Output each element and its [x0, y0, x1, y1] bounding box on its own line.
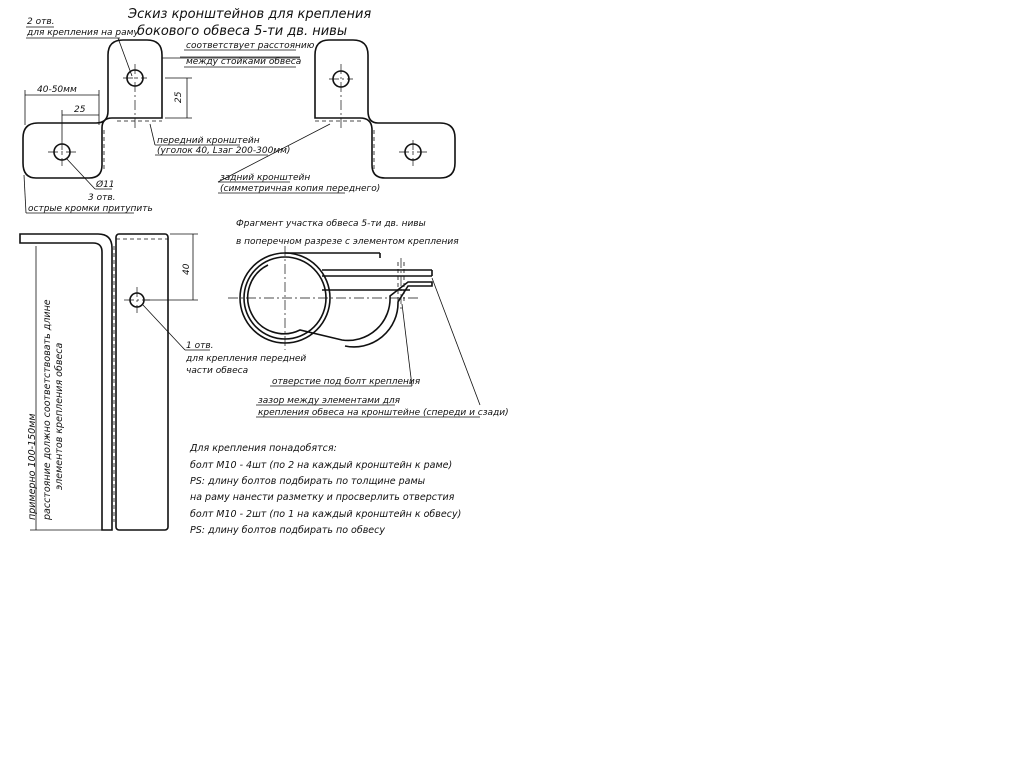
note-line-3: PS: длину болтов подбирать по толщине ра… [190, 476, 426, 487]
label-rear-bracket: задний кронштейн [220, 173, 310, 183]
label-sharp-edges: острые кромки притупить [28, 204, 153, 214]
label-between-posts: между стойками обвеса [186, 57, 301, 67]
note-line-5: болт М10 - 2шт (по 1 на каждый кронштейн… [190, 509, 461, 520]
note-line-1: Для крепления понадобятся: [189, 443, 337, 454]
label-distance-rotated: расстояние должно соответствовать длине [42, 299, 53, 521]
sketch-title-line2: бокового обвеса 5-ти дв. нивы [137, 24, 347, 39]
dim-25-horizontal: 25 [74, 105, 86, 115]
label-mount-elements-rotated: элементов крепления обвеса [54, 342, 65, 490]
label-match-distance: соответствует расстоянию [186, 41, 315, 51]
dim-100-150: примерно 100-150мм [27, 413, 38, 520]
label-bolt-hole: отверстие под болт крепления [272, 377, 421, 387]
label-front-mount: для крепления передней [185, 354, 306, 364]
label-gap-mount: крепления обвеса на кронштейне (спереди … [258, 408, 509, 418]
label-1-hole: 1 отв. [186, 341, 214, 351]
dim-diameter-11: Ø11 [95, 179, 115, 190]
label-front-bracket: передний кронштейн [157, 136, 260, 146]
label-gap: зазор между элементами для [258, 396, 401, 406]
note-line-2: болт М10 - 4шт (по 2 на каждый кронштейн… [190, 460, 452, 471]
label-2-holes: 2 отв. [27, 17, 55, 27]
dim-40: 40 [182, 263, 192, 275]
label-front-part: части обвеса [186, 366, 248, 376]
dim-25-vertical: 25 [174, 91, 184, 103]
sill-cross-section [228, 246, 433, 350]
label-3-holes: 3 отв. [88, 193, 116, 203]
front-bracket-top-view [22, 39, 163, 179]
section-title-line1: Фрагмент участка обвеса 5-ти дв. нивы [236, 219, 426, 229]
notes-block: Для крепления понадобятся: болт М10 - 4ш… [189, 443, 461, 536]
dim-40-50: 40-50мм [37, 85, 77, 95]
note-line-6: PS: длину болтов подбирать по обвесу [190, 525, 385, 536]
section-title-line2: в поперечном разрезе с элементом креплен… [236, 237, 459, 247]
label-front-bracket-spec: (уголок 40, Lзаг 200-300мм) [157, 146, 290, 156]
label-rear-bracket-copy: (симметричная копия переднего) [220, 184, 380, 194]
note-line-4: на раму нанести разметку и просверлить о… [190, 492, 455, 503]
sketch-title-line1: Эскиз кронштейнов для крепления [127, 7, 371, 22]
label-2-holes-frame: для крепления на раму [26, 28, 139, 38]
rear-bracket-top-view [314, 39, 456, 179]
top-view-dimensions [24, 56, 300, 140]
